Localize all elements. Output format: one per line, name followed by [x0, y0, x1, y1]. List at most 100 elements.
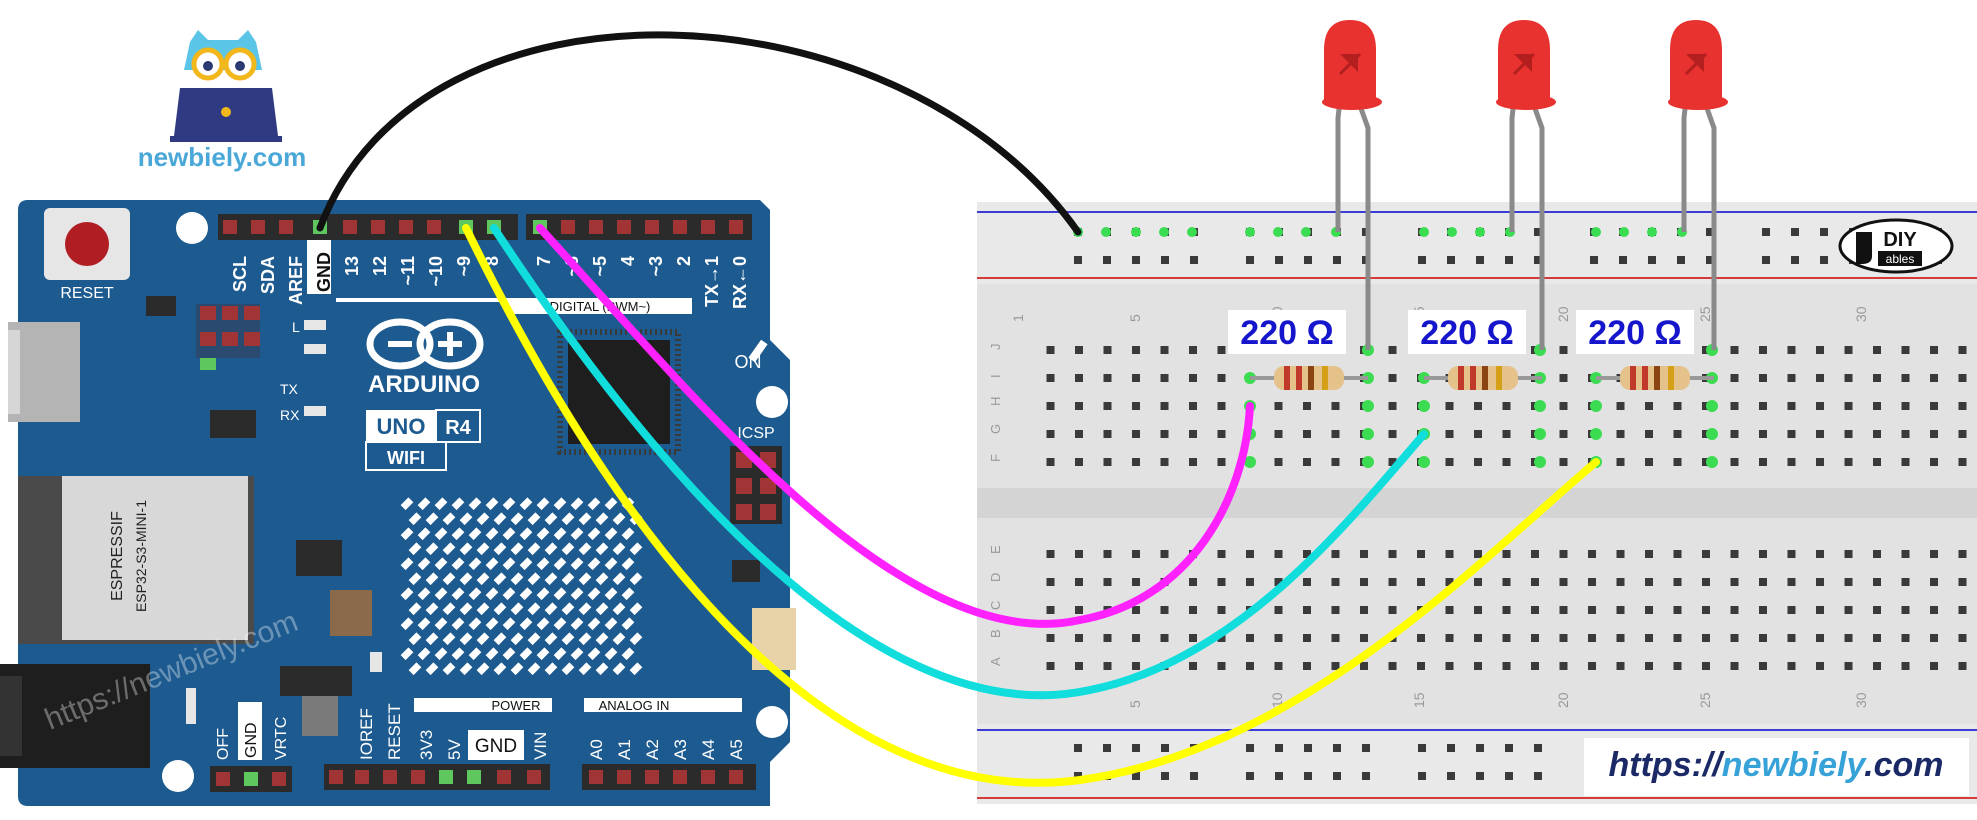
matrix-led [476, 602, 490, 616]
matrix-led [544, 662, 558, 676]
breadboard-hole [1645, 550, 1653, 558]
header-pin [673, 220, 687, 234]
resistor-band [1630, 366, 1636, 390]
breadboard-hole-active [1418, 400, 1430, 412]
breadboard-hole [1531, 550, 1539, 558]
reset-label: RESET [60, 285, 114, 302]
breadboard-hole [1958, 662, 1967, 670]
breadboard-hole [1873, 346, 1881, 354]
rail-hole [1132, 744, 1140, 752]
mounting-hole [756, 706, 788, 738]
breadboard-hole [1274, 458, 1283, 466]
breadboard-hole [1616, 402, 1625, 410]
column-number: 20 [1555, 306, 1571, 322]
footer-url: https://newbiely.com [1584, 738, 1969, 796]
breadboard-hole [1274, 402, 1283, 410]
breadboard-hole-active [1534, 428, 1546, 440]
column-number: 25 [1697, 306, 1713, 322]
matrix-led [570, 557, 584, 571]
matrix-led [502, 587, 516, 601]
breadboard-hole [1331, 662, 1340, 670]
matrix-led [434, 647, 448, 661]
breadboard-hole-active [1534, 456, 1546, 468]
rail-hole [1820, 256, 1828, 264]
matrix-led [578, 632, 592, 646]
breadboard-hole [1816, 662, 1824, 670]
matrix-led [485, 527, 499, 541]
rail-hole [1706, 256, 1714, 264]
matrix-led [468, 497, 482, 511]
matrix-led [510, 572, 524, 586]
matrix-led [468, 557, 482, 571]
matrix-led [570, 617, 584, 631]
breadboard-hole [1388, 430, 1397, 438]
matrix-led [621, 557, 635, 571]
matrix-led [502, 497, 516, 511]
row-letter: H [988, 397, 1003, 406]
resistor-band [1642, 366, 1648, 390]
matrix-led [510, 632, 524, 646]
breadboard-hole [1787, 578, 1796, 586]
matrix-led [510, 662, 524, 676]
breadboard-hole [1217, 430, 1226, 438]
matrix-led [485, 497, 499, 511]
breadboard-hole [1588, 662, 1596, 670]
row-letter: A [988, 657, 1003, 666]
breadboard-hole [1759, 458, 1767, 466]
rail-hole [1304, 772, 1312, 780]
resistor-band [1308, 366, 1314, 390]
breadboard-hole [1901, 402, 1910, 410]
breadboard-hole [1901, 346, 1910, 354]
breadboard-hole [1360, 550, 1368, 558]
breadboard-hole [1673, 578, 1682, 586]
rail-hole [1362, 744, 1370, 752]
mounting-hole [176, 212, 208, 244]
breadboard-hole [1360, 606, 1368, 614]
matrix-led [417, 647, 431, 661]
matrix-led [527, 632, 541, 646]
matrix-led [587, 527, 601, 541]
breadboard-hole [1616, 634, 1625, 642]
breadboard-hole-active [1244, 456, 1256, 468]
rail-hole [1418, 256, 1426, 264]
matrix-led [493, 512, 507, 526]
breadboard-hole [1388, 662, 1397, 670]
rail-hole-active [1187, 227, 1197, 237]
breadboard-hole [1217, 402, 1226, 410]
breadboard-hole [1702, 550, 1710, 558]
breadboard: 1 5 10 15 20 25 30 5 10 15 20 25 30 J I … [977, 202, 1977, 804]
resistor-band [1296, 366, 1302, 390]
column-number: 5 [1127, 314, 1143, 322]
breadboard-hole [1844, 374, 1853, 382]
matrix-led [425, 572, 439, 586]
breadboard-hole [1103, 402, 1112, 410]
rail-hole [1246, 772, 1254, 780]
matrix-led [578, 662, 592, 676]
rail-hole [1534, 228, 1542, 236]
breadboard-hole [1274, 662, 1283, 670]
matrix-led [417, 497, 431, 511]
breadboard-hole [1958, 458, 1967, 466]
pin-label: 13 [342, 256, 362, 276]
pin-label: SDA [258, 256, 278, 294]
breadboard-hole [1103, 374, 1112, 382]
header-pin [645, 770, 659, 784]
rail-hole [1820, 228, 1828, 236]
matrix-led [425, 512, 439, 526]
breadboard-hole-active [1362, 400, 1374, 412]
matrix-led [612, 572, 626, 586]
arduino-brand: ARDUINO [368, 371, 480, 398]
matrix-led [519, 557, 533, 571]
power-pin-labels: IOREF RESET 3V3 5V GND VIN [357, 703, 550, 760]
breadboard-hole [1873, 606, 1881, 614]
matrix-led [442, 632, 456, 646]
matrix-led [408, 542, 422, 556]
breadboard-hole [1132, 550, 1140, 558]
matrix-led [604, 527, 618, 541]
matrix-led [400, 587, 414, 601]
breadboard-hole [1417, 634, 1425, 642]
breadboard-hole [1901, 430, 1910, 438]
reset-button[interactable] [44, 208, 130, 280]
matrix-led [400, 617, 414, 631]
diy-logo-main: DIY [1883, 229, 1917, 251]
